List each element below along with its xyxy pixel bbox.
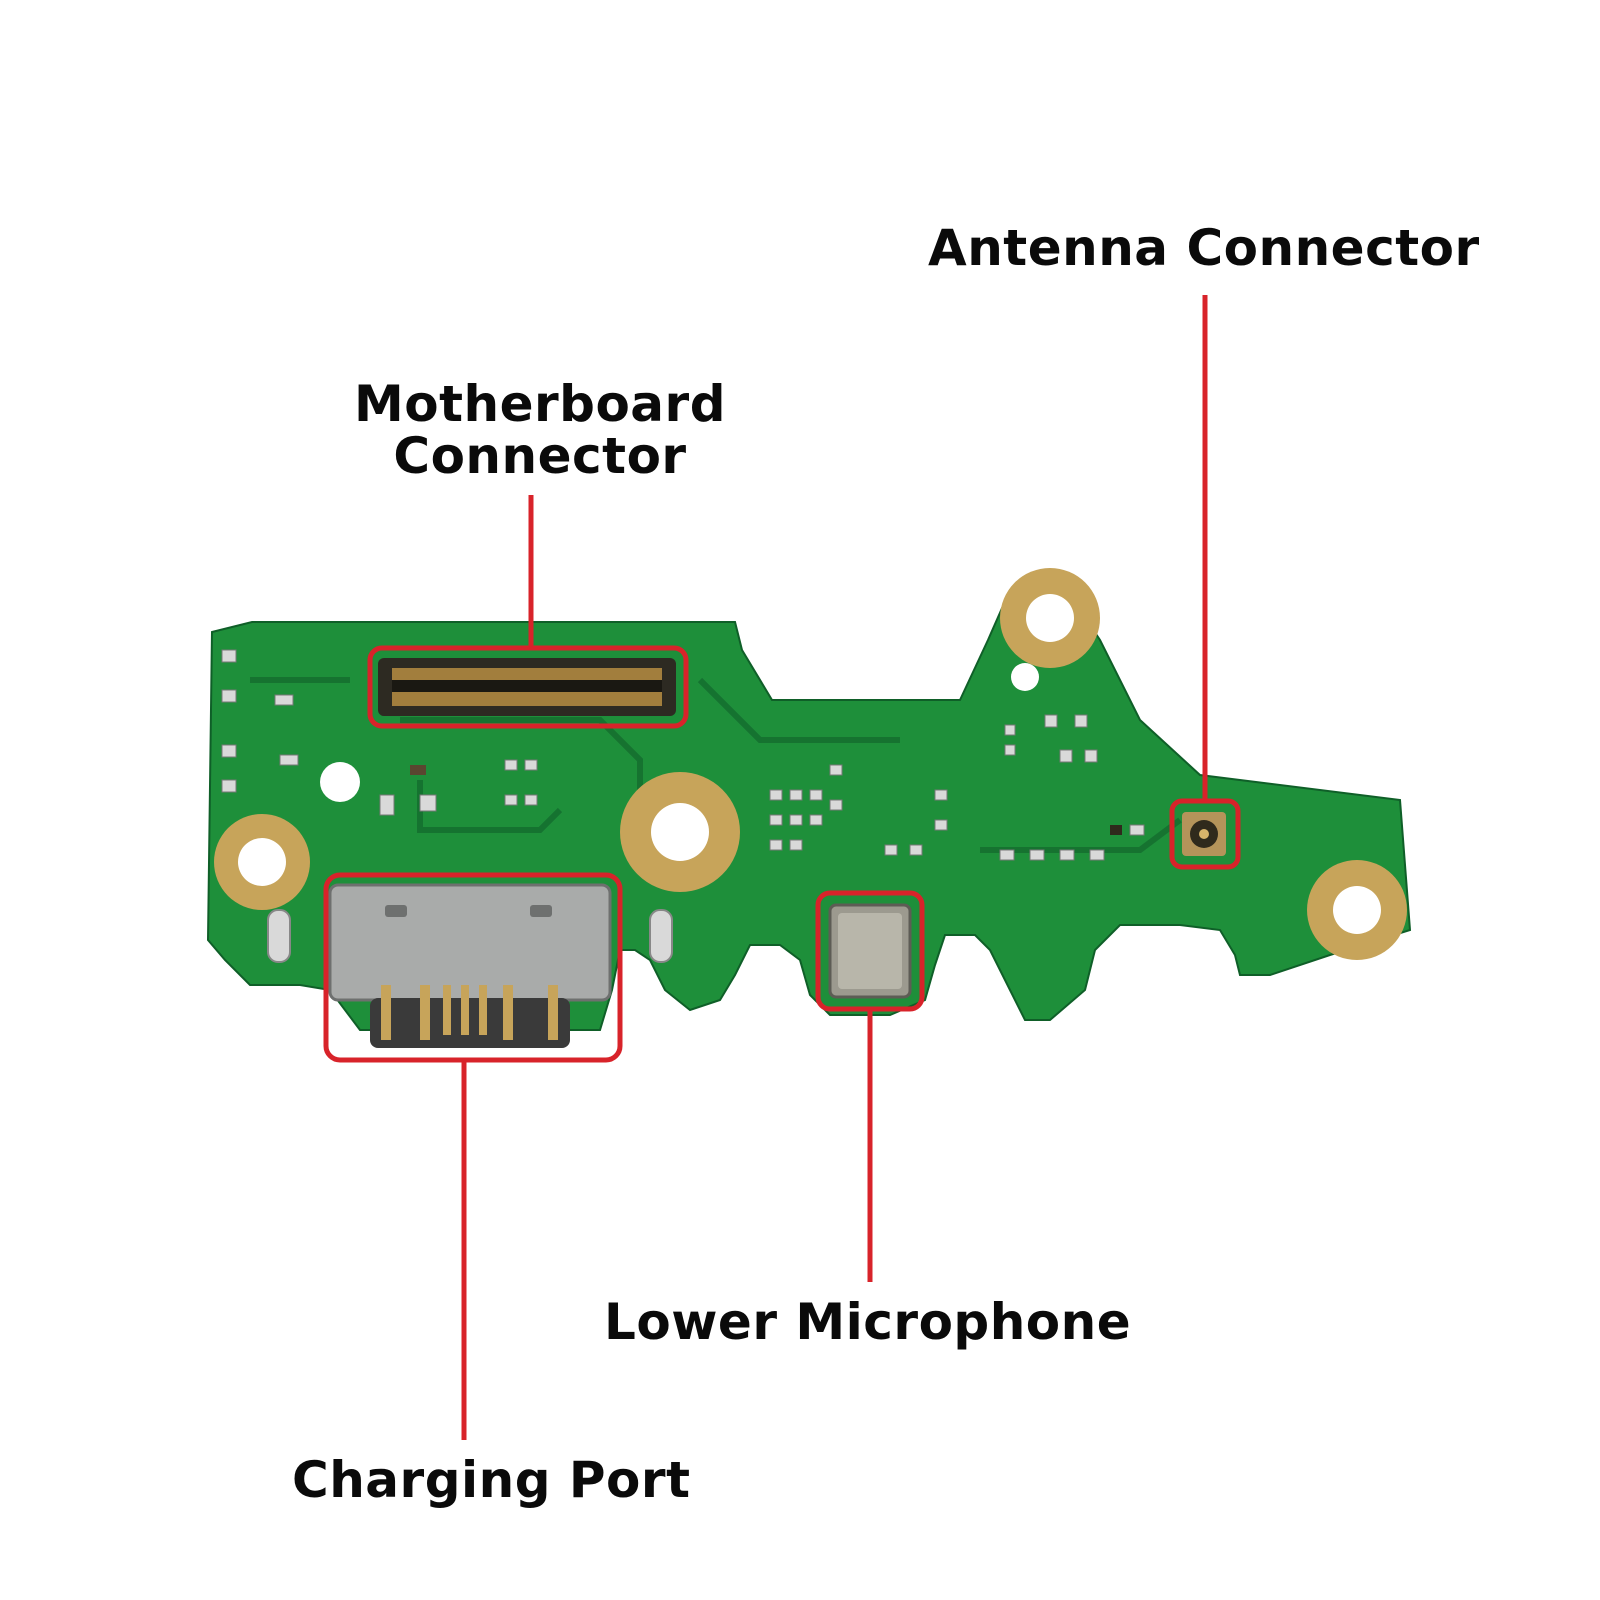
smd-component bbox=[504, 759, 518, 771]
smd-component bbox=[524, 759, 538, 771]
smd-component bbox=[789, 789, 803, 801]
slot-hole bbox=[649, 909, 673, 963]
motherboard-label-line1: Motherboard bbox=[353, 375, 726, 433]
smd-component bbox=[1004, 724, 1016, 736]
smd-component bbox=[1044, 714, 1058, 728]
smd-component bbox=[1129, 824, 1145, 836]
smd-component bbox=[524, 794, 538, 806]
smd-component bbox=[1004, 744, 1016, 756]
smd-component bbox=[934, 819, 948, 831]
usb-c-port bbox=[328, 883, 612, 1048]
smd-component bbox=[504, 794, 518, 806]
smd-component bbox=[1089, 849, 1105, 861]
smd-component bbox=[769, 814, 783, 826]
smd-component bbox=[789, 839, 803, 851]
mounting-pad-left bbox=[214, 814, 310, 910]
smd-component bbox=[829, 799, 843, 811]
motherboard-connector bbox=[378, 658, 676, 716]
antenna-connector bbox=[1182, 812, 1226, 856]
smd-component bbox=[789, 814, 803, 826]
smd-component bbox=[809, 789, 823, 801]
smd-component bbox=[884, 844, 898, 856]
smd-component bbox=[829, 764, 843, 776]
microphone-component bbox=[828, 903, 912, 999]
lower-microphone-label: Lower Microphone bbox=[604, 1293, 1132, 1351]
smd-component bbox=[1029, 849, 1045, 861]
smd-component bbox=[1074, 714, 1088, 728]
smd-component bbox=[1059, 749, 1073, 763]
antenna-connector-label: Antenna Connector bbox=[928, 219, 1480, 277]
smd-component bbox=[419, 794, 437, 812]
smd-component bbox=[279, 754, 299, 766]
mounting-pad-center bbox=[620, 772, 740, 892]
smd-component bbox=[909, 844, 923, 856]
via-hole bbox=[320, 762, 360, 802]
microphone-highlight-box bbox=[815, 890, 925, 1012]
mounting-pad-top bbox=[1000, 568, 1100, 691]
smd-component bbox=[1110, 825, 1122, 835]
pcb-trace bbox=[400, 717, 643, 800]
smd-component bbox=[221, 779, 237, 793]
smd-component bbox=[1059, 849, 1075, 861]
smd-component bbox=[934, 789, 948, 801]
smd-component bbox=[1084, 749, 1098, 763]
slot-hole bbox=[267, 909, 291, 963]
smd-component bbox=[379, 794, 395, 816]
pcb-trace bbox=[697, 677, 900, 743]
motherboard-label-line2: Connector bbox=[393, 427, 687, 485]
smd-component bbox=[221, 744, 237, 758]
antenna-connector-highlight-box bbox=[1169, 798, 1241, 870]
smd-component bbox=[769, 789, 783, 801]
smd-component bbox=[809, 814, 823, 826]
motherboard-connector-highlight-box bbox=[367, 645, 689, 729]
smd-component bbox=[769, 839, 783, 851]
mounting-pad-right bbox=[1307, 860, 1407, 960]
motherboard-connector-label: Motherboard Connector bbox=[330, 378, 750, 482]
smd-component bbox=[999, 849, 1015, 861]
charging-port-label: Charging Port bbox=[292, 1451, 691, 1509]
charging-port-highlight-box bbox=[323, 872, 623, 1063]
smd-component bbox=[410, 765, 426, 775]
smd-component bbox=[221, 689, 237, 703]
smd-component bbox=[221, 649, 237, 663]
smd-component bbox=[274, 694, 294, 706]
